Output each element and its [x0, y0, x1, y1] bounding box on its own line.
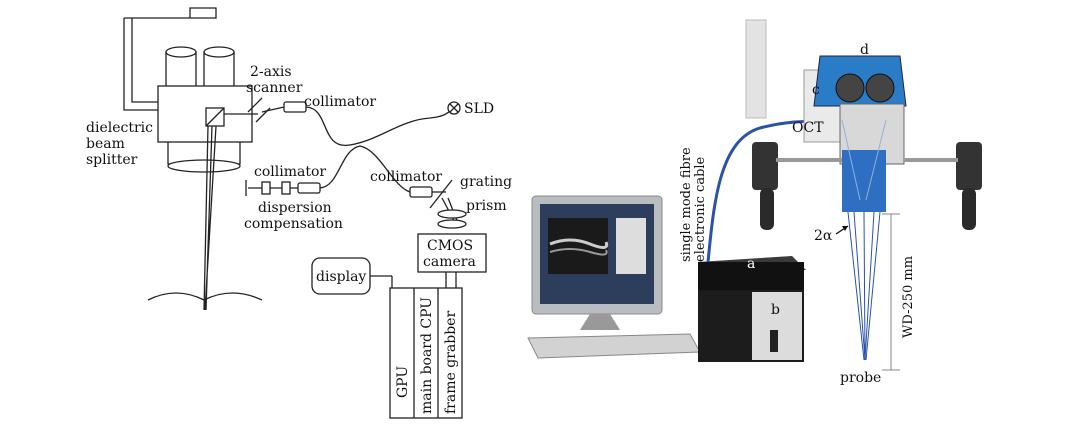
prism-label: prism — [466, 198, 507, 214]
fibre-label-1: single mode fibre — [679, 147, 694, 262]
side-panel — [616, 218, 646, 274]
microscope-schematic: 2-axis scanner collimator SLD dielectric… — [86, 7, 512, 419]
eyepiece-left-top — [165, 46, 197, 58]
eyepiece-left — [165, 51, 197, 89]
right-handle-top — [956, 142, 982, 190]
collimator-spec-label: collimator — [370, 169, 442, 185]
computer-box — [389, 287, 463, 419]
dispersion-label-2: compensation — [244, 216, 343, 232]
collimator-spectrometer — [409, 186, 433, 198]
monitor-stand — [580, 314, 620, 330]
collimator-top-label: collimator — [304, 94, 376, 110]
system-photo: a b d c OCT single mode fibre elect — [527, 19, 982, 386]
eyepiece-right-top — [203, 46, 235, 58]
fibre-sample-arm — [305, 106, 457, 146]
collimator-ref-label: collimator — [254, 164, 326, 180]
grating-element — [429, 179, 453, 209]
fibre-label-2: electronic cable — [693, 156, 708, 262]
prism-lens-2 — [437, 219, 467, 229]
probe-beam — [203, 125, 217, 311]
right-handle-grip — [962, 188, 976, 230]
sld-label: SLD — [464, 101, 494, 117]
cmos-label-1: CMOS — [427, 238, 473, 254]
microscope-pole — [745, 19, 767, 119]
frame-grabber-label: frame grabber — [443, 311, 459, 414]
probe-label: probe — [840, 370, 881, 386]
label-b: b — [771, 302, 780, 318]
angle-label: 2α — [814, 228, 833, 244]
beam-cone — [847, 211, 881, 361]
left-handle-top — [752, 142, 778, 190]
display-label: display — [316, 269, 366, 285]
left-handle-grip — [760, 188, 774, 230]
prism-lens-1 — [437, 209, 467, 219]
main-board-label: main board CPU — [419, 297, 435, 414]
fibre-coupler — [319, 145, 411, 193]
gpu-label: GPU — [395, 366, 411, 398]
beam-splitter-label-1: dielectric — [86, 120, 153, 136]
keyboard — [527, 333, 701, 359]
cmos-label-2: camera — [423, 254, 476, 270]
ocular-right — [865, 73, 895, 103]
box-a — [698, 262, 804, 290]
tissue-surface — [147, 292, 263, 301]
scanner-label-2: scanner — [246, 80, 303, 96]
collimator-sample — [283, 101, 307, 113]
microscope-arm — [123, 7, 217, 111]
dispersion-label-1: dispersion — [258, 200, 332, 216]
collimator-reference — [297, 182, 321, 194]
cmos-camera-box — [417, 233, 487, 273]
wd-label: WD-250 mm — [901, 256, 916, 338]
dispersion-block-2 — [281, 181, 291, 195]
label-a: a — [747, 256, 755, 272]
grating-label: grating — [460, 174, 512, 190]
label-d: d — [860, 42, 869, 58]
objective-lens — [167, 159, 241, 173]
dispersion-block-1 — [261, 181, 271, 195]
objective-blue — [842, 150, 886, 212]
scanner-mirror-1 — [247, 97, 263, 113]
label-c: c — [812, 82, 820, 98]
ocular-left — [835, 73, 865, 103]
scanner-label: 2-axis — [250, 64, 292, 80]
beam-splitter-label-2: beam — [86, 136, 125, 152]
oct-label: OCT — [792, 120, 824, 136]
beam-splitter-label-3: splitter — [86, 152, 138, 168]
